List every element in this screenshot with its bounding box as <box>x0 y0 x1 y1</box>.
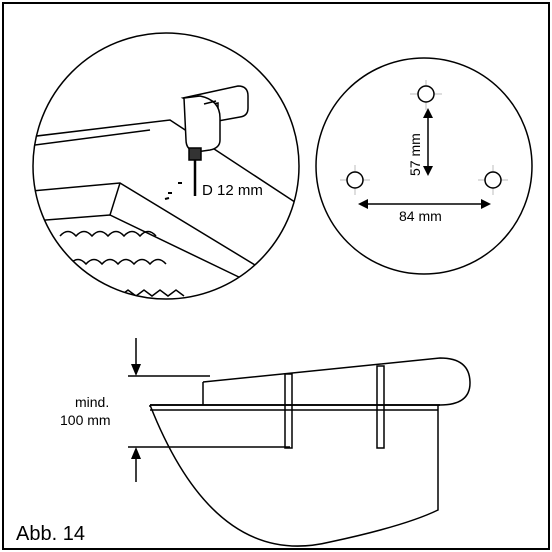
tile-row-3 <box>119 289 185 297</box>
drill-marks <box>164 182 182 200</box>
hole-right <box>484 171 502 189</box>
top-board-underside <box>33 129 151 148</box>
horizontal-dimension-arrow <box>358 199 491 209</box>
eave-board-side <box>109 182 121 216</box>
min-height-label-line2: 100 mm <box>60 412 111 428</box>
min-height-dimension <box>131 338 141 482</box>
horizontal-spacing-label: 84 mm <box>399 208 442 224</box>
side-view <box>128 357 471 547</box>
drill-handle <box>180 85 249 122</box>
vertical-spacing-label: 57 mm <box>407 133 423 176</box>
figure-caption: Abb. 14 <box>16 523 85 545</box>
vertical-dimension-arrow <box>423 108 433 176</box>
hull-body <box>149 404 439 547</box>
bolt-left <box>284 373 293 449</box>
bolt-right <box>376 365 385 449</box>
drill-head <box>183 95 221 153</box>
tile-row-2 <box>69 258 167 266</box>
drill <box>180 85 249 196</box>
drill-chuck <box>188 147 202 161</box>
drill-vent <box>203 100 217 105</box>
tile-row-1 <box>59 230 157 238</box>
top-board-edge <box>33 119 299 213</box>
right-detail-circle <box>315 57 533 275</box>
min-height-label-line1: mind. <box>75 394 109 410</box>
hole-left <box>346 171 364 189</box>
hole-top <box>417 85 435 103</box>
left-detail-circle <box>32 32 300 300</box>
drill-diameter-label: D 12 mm <box>202 182 263 199</box>
support-rail <box>150 357 471 406</box>
hole-pattern-detail: 57 mm 84 mm <box>315 57 533 275</box>
drilling-detail: D 12 mm <box>32 32 300 300</box>
